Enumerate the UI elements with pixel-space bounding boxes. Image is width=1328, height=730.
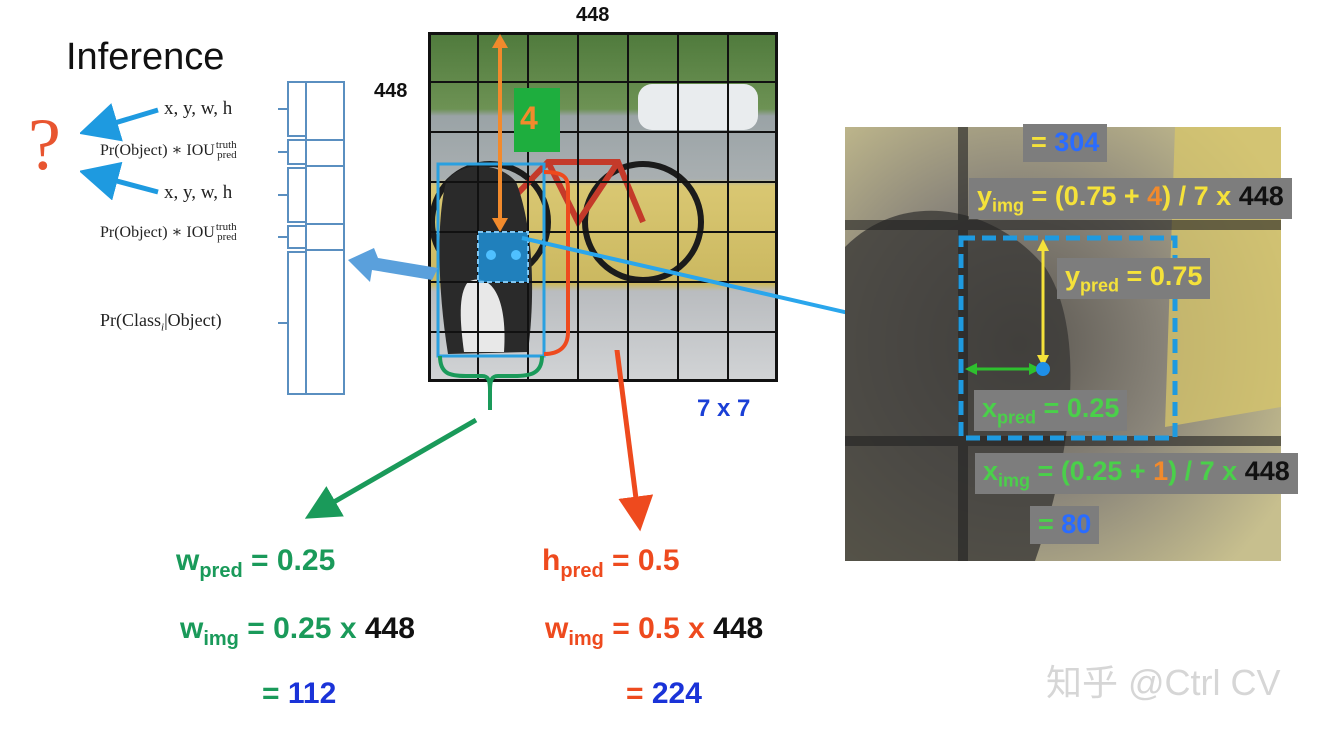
x-result-tag: = 80 [1030,506,1100,544]
center-point [486,250,496,260]
vector-label-class: Pr(Classi|Object) [100,310,222,334]
y-pred-tag: ypred = 0.75 [1057,258,1211,299]
row-offset-label: 4 [520,100,538,136]
diagram-title: Inference [66,36,225,78]
input-image-grid [428,32,778,382]
image-width-label: 448 [576,4,610,26]
h-result-text: = 224 [626,677,702,710]
arrow-box1-to-question [80,103,159,142]
h-pred-text: hpred = 0.5 [542,544,680,582]
zoom-cell-outline [958,235,1178,441]
green-cell-marker [514,88,560,152]
vector-label-box1: x, y, w, h [164,98,233,119]
x-img-tag: ximg = (0.25 + 1) / 7 x 448 [975,453,1298,494]
w-result-text: = 112 [262,677,337,710]
question-arrows [80,103,159,200]
w-pred-text: wpred = 0.25 [176,544,336,582]
zoom-center-point [1036,362,1050,376]
width-brace [438,355,544,410]
output-vector [278,81,345,395]
vector-label-box2: x, y, w, h [164,182,233,203]
bike-wheel-front [582,161,704,283]
grid-size-label: 7 x 7 [697,395,751,422]
predicted-box-height-bracket [543,170,570,356]
arrow-to-vector [348,248,438,282]
y-img-tag: yimg = (0.75 + 4) / 7 x 448 [969,178,1292,219]
bottom-arrows [304,350,654,532]
arrow-to-height [614,350,654,532]
arrow-to-width [304,417,478,519]
w-img-text: wimg = 0.25 x 448 [180,612,415,650]
arrow-box2-to-question [80,161,159,200]
image-border [428,32,778,382]
center-point-2 [511,250,521,260]
image-height-label: 448 [374,80,408,102]
car-silhouette [638,84,758,130]
h-img-text: wimg = 0.5 x 448 [545,612,764,650]
watermark: 知乎 @Ctrl CV [1046,662,1281,703]
x-pred-tag: xpred = 0.25 [974,390,1128,431]
predicted-box-width [436,162,546,358]
dog-chest [460,279,505,352]
y-result-tag: = 304 [1023,124,1108,162]
question-mark: ? [28,104,61,186]
